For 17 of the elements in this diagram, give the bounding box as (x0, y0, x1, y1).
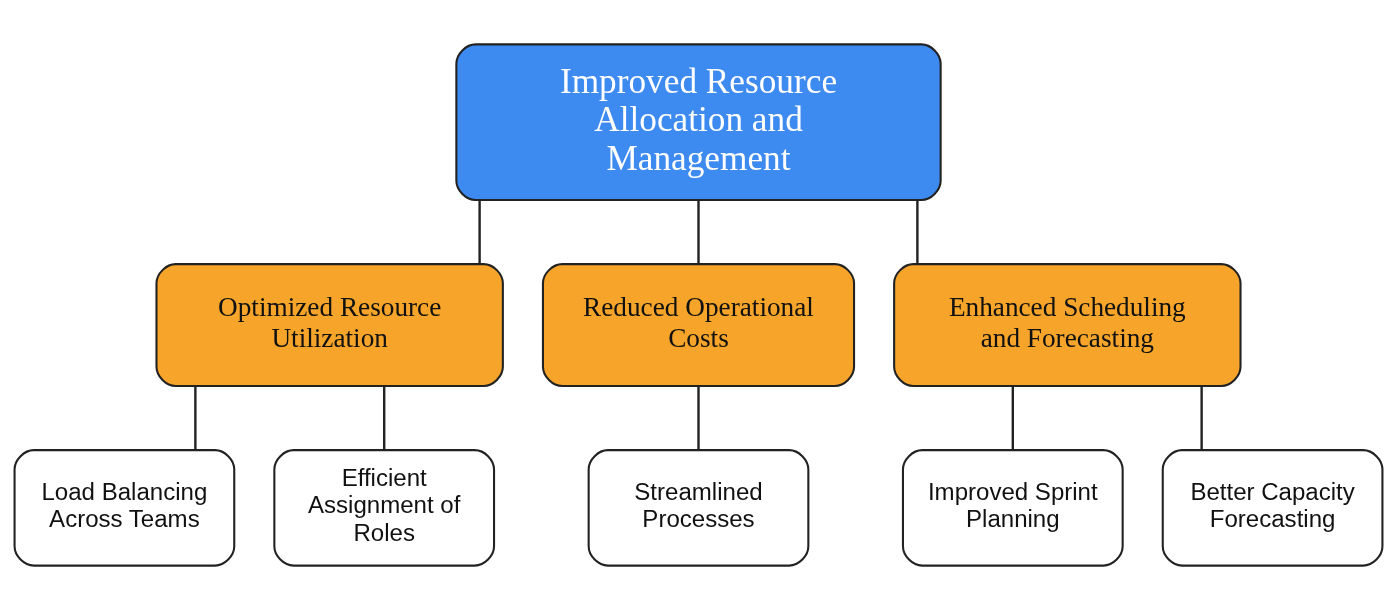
connector (1011, 385, 1014, 450)
connector (697, 385, 700, 450)
connector (478, 199, 481, 264)
node-box: Reduced Operational Costs (541, 262, 856, 387)
node-box: Optimized Resource Utilization (155, 262, 504, 387)
node-box: Streamlined Processes (587, 448, 810, 567)
node-box: Better Capacity Forecasting (1161, 448, 1384, 567)
node-box: Improved Sprint Planning (901, 448, 1124, 567)
node-box: Load Balancing Across Teams (13, 448, 236, 567)
connector (1200, 385, 1203, 450)
connector (383, 385, 386, 450)
connector (697, 199, 700, 264)
node-box: Enhanced Scheduling and Forecasting (893, 262, 1242, 387)
node-box: Improved Resource Allocation and Management (455, 42, 942, 201)
connector (916, 199, 919, 264)
node-box: Efficient Assignment of Roles (273, 448, 496, 567)
connector (194, 385, 197, 450)
